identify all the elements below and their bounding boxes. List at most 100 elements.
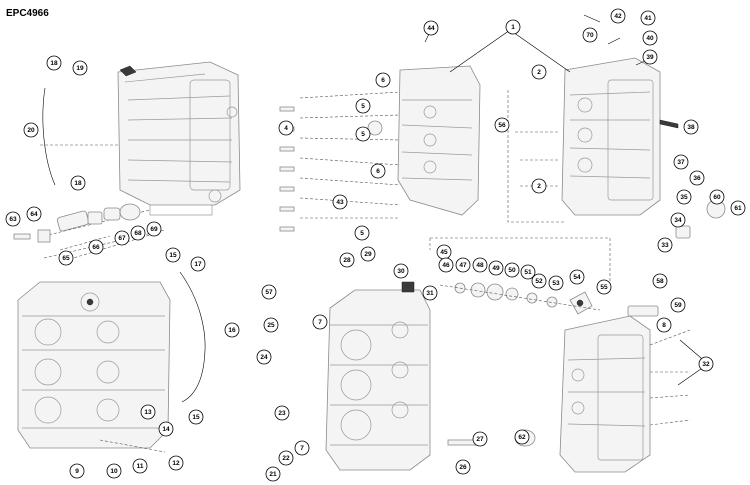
callout-number: 65	[62, 255, 70, 262]
callout-16: 16	[224, 322, 240, 338]
callout-62: 62	[514, 429, 530, 445]
callout-34: 34	[670, 212, 686, 228]
callout-number: 27	[476, 436, 484, 443]
callout-number: 6	[376, 168, 380, 175]
callout-circle	[263, 317, 279, 333]
callout-number: 35	[680, 194, 688, 201]
callout-50: 50	[504, 262, 520, 278]
callout-18: 18	[46, 55, 62, 71]
crankcase-lower-bottom-right	[559, 305, 691, 473]
callout-number: 7	[318, 319, 322, 326]
callout-number: 1	[511, 24, 515, 31]
callout-circle	[278, 450, 294, 466]
callout-20: 20	[23, 122, 39, 138]
callout-10: 10	[106, 463, 122, 479]
callout-circle	[520, 264, 536, 280]
callout-number: 48	[476, 262, 484, 269]
callout-number: 58	[656, 278, 664, 285]
callout-number: 44	[427, 25, 435, 32]
callout-circle	[531, 178, 547, 194]
callout-circle	[26, 206, 42, 222]
callout-number: 46	[442, 262, 450, 269]
block-side-view-top-left	[40, 61, 241, 216]
callout-17: 17	[190, 256, 206, 272]
callout-number: 59	[674, 302, 682, 309]
callout-number: 54	[573, 274, 581, 281]
callout-number: 2	[537, 69, 541, 76]
callout-circle	[70, 175, 86, 191]
callout-33: 33	[657, 237, 673, 253]
callout-number: 43	[336, 199, 344, 206]
callout-circle	[88, 239, 104, 255]
callout-68: 68	[130, 225, 146, 241]
callout-46: 46	[438, 257, 454, 273]
callout-9: 9	[69, 463, 85, 479]
callout-circle	[355, 126, 371, 142]
callout-26: 26	[455, 459, 471, 475]
callout-circle	[375, 72, 391, 88]
callout-5: 5	[354, 225, 370, 241]
callout-48: 48	[472, 257, 488, 273]
callout-circle	[274, 405, 290, 421]
callout-circle	[494, 117, 510, 133]
callout-circle	[642, 30, 658, 46]
callout-circle	[130, 225, 146, 241]
callout-number: 52	[535, 278, 543, 285]
thermostat-parts-row	[439, 282, 601, 315]
callout-circle	[256, 349, 272, 365]
callout-circle	[355, 98, 371, 114]
callout-number: 18	[74, 180, 82, 187]
callout-circle	[596, 279, 612, 295]
callout-circle	[531, 64, 547, 80]
callout-circle	[58, 250, 74, 266]
callout-13: 13	[140, 404, 156, 420]
callout-number: 12	[172, 460, 180, 467]
callout-39: 39	[642, 49, 658, 65]
callout-number: 61	[734, 205, 742, 212]
callout-4: 4	[278, 120, 294, 136]
callout-63: 63	[5, 211, 21, 227]
callout-number: 18	[50, 60, 58, 67]
block-rear-view-bottom-left	[17, 271, 206, 453]
callout-25: 25	[263, 317, 279, 333]
callout-number: 11	[137, 463, 144, 470]
callout-circle	[354, 225, 370, 241]
callout-51: 51	[520, 264, 536, 280]
callout-number: 33	[661, 242, 669, 249]
callout-circle	[642, 49, 658, 65]
callout-45: 45	[436, 244, 452, 260]
callout-circle	[472, 431, 488, 447]
callout-circle	[132, 458, 148, 474]
callout-49: 49	[488, 260, 504, 276]
callout-55: 55	[596, 279, 612, 295]
callout-circle	[106, 463, 122, 479]
callout-61: 61	[730, 200, 746, 216]
callout-number: 53	[552, 280, 560, 287]
callout-number: 16	[228, 327, 236, 334]
callout-38: 38	[683, 119, 699, 135]
callout-22: 22	[278, 450, 294, 466]
callout-number: 50	[508, 267, 516, 274]
callout-number: 20	[27, 127, 35, 134]
callout-number: 8	[662, 322, 666, 329]
callout-65: 65	[58, 250, 74, 266]
callout-60: 60	[709, 189, 725, 205]
callout-43: 43	[332, 194, 348, 210]
callout-5: 5	[355, 126, 371, 142]
callout-15: 15	[165, 247, 181, 263]
callout-number: 17	[194, 261, 202, 268]
callout-number: 29	[364, 251, 372, 258]
callout-69: 69	[146, 221, 162, 237]
callout-11: 11	[132, 458, 148, 474]
callout-circle	[640, 10, 656, 26]
callout-number: 15	[192, 414, 200, 421]
callout-number: 39	[646, 54, 654, 61]
callout-circle	[224, 322, 240, 338]
callout-circle	[730, 200, 746, 216]
callout-circle	[531, 273, 547, 289]
callout-8: 8	[656, 317, 672, 333]
callout-circle	[514, 429, 530, 445]
callout-circle	[370, 163, 386, 179]
